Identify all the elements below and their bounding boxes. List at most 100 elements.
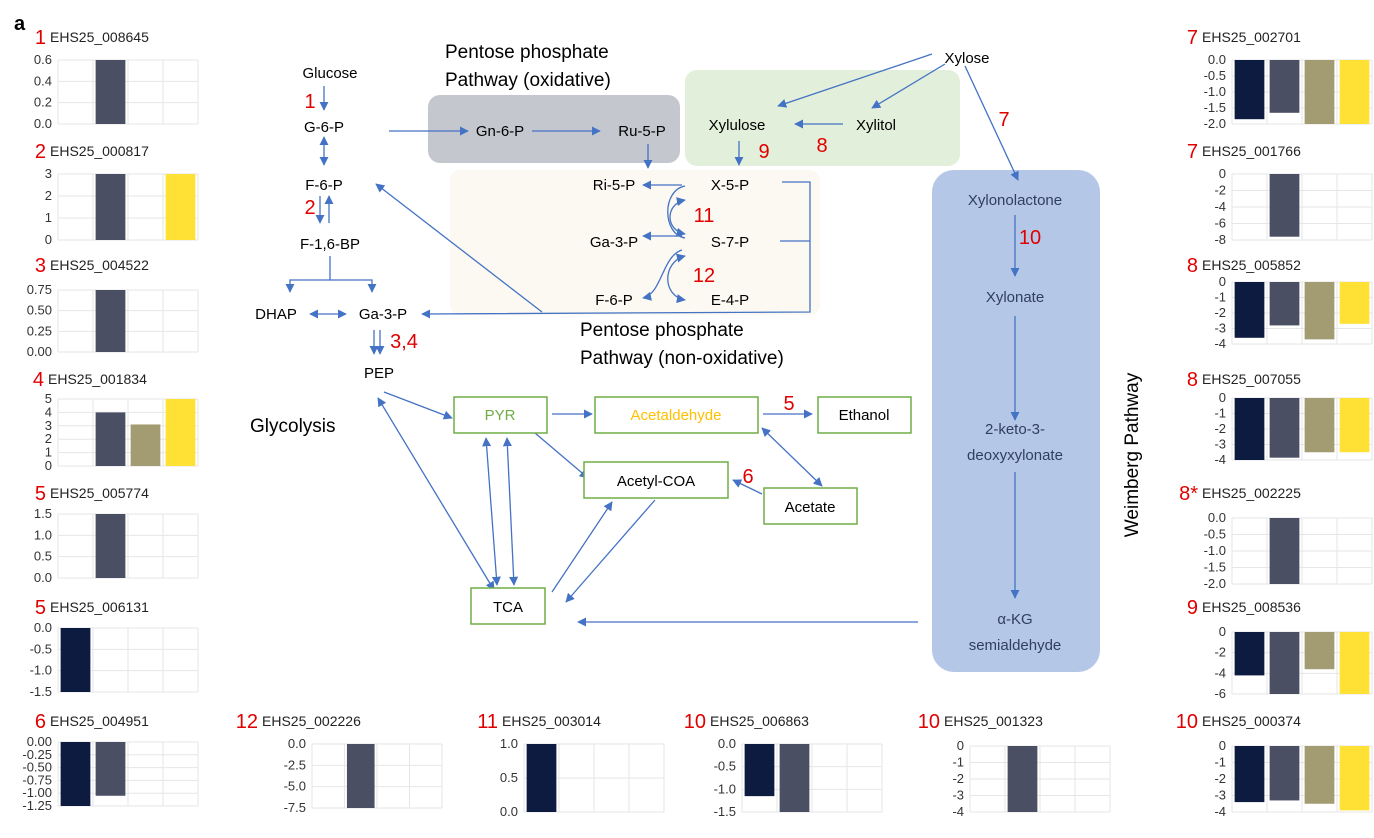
x5p-label: X-5-P bbox=[711, 177, 749, 194]
y-tick-label: -3 bbox=[952, 788, 964, 803]
bar-khaki bbox=[1304, 746, 1335, 804]
step-10: 10 bbox=[1019, 227, 1041, 249]
acetate-label: Acetate bbox=[785, 499, 836, 516]
step-6: 6 bbox=[742, 466, 753, 488]
step-12: 12 bbox=[693, 265, 715, 287]
chart-gene-title: EHS25_002226 bbox=[262, 713, 361, 729]
bar-slate bbox=[1269, 282, 1300, 326]
y-tick-label: -0.25 bbox=[22, 747, 52, 762]
arrow-pyr-acetylcoa bbox=[534, 432, 589, 479]
nonoxidative-ppp-region bbox=[450, 170, 820, 315]
bar-yellow bbox=[165, 174, 196, 240]
chart-gene-title: EHS25_002225 bbox=[1202, 485, 1301, 501]
arrow-tca-acetylcoa bbox=[551, 501, 613, 593]
acetyl-coa-label: Acetyl-COA bbox=[617, 473, 695, 490]
pep-label: PEP bbox=[364, 365, 394, 382]
bar-yellow bbox=[1339, 398, 1370, 453]
y-tick-label: -4 bbox=[952, 804, 964, 819]
dhap-label: DHAP bbox=[255, 306, 297, 323]
akg-label-line2: semialdehyde bbox=[969, 637, 1062, 654]
arrow-f16bp-dhap bbox=[285, 256, 331, 293]
y-tick-label: -2 bbox=[1214, 645, 1226, 660]
bar-slate bbox=[95, 290, 126, 352]
oxidative-ppp-region bbox=[428, 95, 680, 163]
glucose-label: Glucose bbox=[302, 65, 357, 82]
pathway-arrows bbox=[285, 53, 1020, 627]
chart-gene-title: EHS25_008645 bbox=[50, 29, 149, 45]
bar-slate bbox=[1269, 746, 1300, 801]
y-tick-label: 0 bbox=[1219, 738, 1226, 753]
chart-step-number: 6 bbox=[35, 711, 46, 733]
y-tick-label: -2 bbox=[952, 771, 964, 786]
gn6p-label: Gn-6-P bbox=[476, 123, 524, 140]
pyr-label: PYR bbox=[485, 407, 516, 424]
arrow-s7p-f6p bbox=[642, 249, 683, 301]
bar-yellow bbox=[1339, 60, 1370, 124]
chart-gene-title: EHS25_008536 bbox=[1202, 599, 1301, 615]
chart-step-number: 5 bbox=[35, 483, 46, 505]
bar-slate bbox=[1269, 60, 1300, 113]
bar-slate bbox=[1007, 746, 1038, 812]
y-tick-label: -6 bbox=[1214, 686, 1226, 701]
acetaldehyde-box bbox=[594, 396, 759, 434]
y-tick-label: 2 bbox=[45, 188, 52, 203]
tca-label: TCA bbox=[493, 599, 523, 616]
acetate-box bbox=[763, 487, 858, 525]
chart-gene-title: EHS25_007055 bbox=[1202, 371, 1301, 387]
y-tick-label: -2 bbox=[1214, 421, 1226, 436]
arrow-pyr-tca-b bbox=[502, 437, 519, 586]
y-tick-label: 1 bbox=[45, 445, 52, 460]
tca-box bbox=[470, 587, 546, 625]
chart-step-number: 10 bbox=[684, 711, 706, 733]
bar-navy bbox=[1234, 632, 1265, 676]
y-tick-label: 1.0 bbox=[34, 527, 52, 542]
pathway-labels: Glycolysis Pentose phosphate Pathway (ox… bbox=[250, 42, 1143, 537]
bar-slate bbox=[95, 412, 126, 466]
chart-step-number: 10 bbox=[918, 711, 940, 733]
y-tick-label: -7.5 bbox=[284, 800, 306, 815]
arrow-pyr-tca-a bbox=[482, 437, 501, 586]
y-tick-label: -2.5 bbox=[284, 757, 306, 772]
y-tick-label: 0.00 bbox=[27, 344, 52, 359]
xylonolactone-label: Xylonolactone bbox=[968, 192, 1062, 209]
ppp-ox-label-line1: Pentose phosphate bbox=[445, 42, 609, 63]
f6p-label: F-6-P bbox=[305, 177, 343, 194]
bar-slate bbox=[1269, 632, 1300, 694]
y-tick-label: -2 bbox=[1214, 183, 1226, 198]
bar-navy bbox=[526, 744, 557, 812]
y-tick-label: 0.75 bbox=[27, 282, 52, 297]
y-tick-label: 0.4 bbox=[34, 73, 52, 88]
keto-label-line2: deoxyxylonate bbox=[967, 447, 1063, 464]
ga3p-label: Ga-3-P bbox=[359, 306, 407, 323]
glycolysis-label: Glycolysis bbox=[250, 416, 336, 437]
akg-label-line1: α-KG bbox=[997, 611, 1032, 628]
xylulose-label: Xylulose bbox=[709, 117, 766, 134]
step-3-4: 3,4 bbox=[390, 331, 418, 353]
arrow-s7p-e4p bbox=[667, 253, 686, 304]
ethanol-label: Ethanol bbox=[839, 407, 890, 424]
y-tick-label: -2 bbox=[1214, 305, 1226, 320]
y-tick-label: 0.2 bbox=[34, 95, 52, 110]
y-tick-label: -4 bbox=[1214, 804, 1226, 819]
bar-navy bbox=[1234, 282, 1265, 338]
y-tick-label: -3 bbox=[1214, 437, 1226, 452]
y-tick-label: 0 bbox=[1219, 390, 1226, 405]
arrow-xylose-xylulose bbox=[777, 53, 933, 108]
y-tick-label: -0.5 bbox=[30, 641, 52, 656]
y-tick-label: 3 bbox=[45, 418, 52, 433]
weimberg-region bbox=[932, 170, 1100, 672]
y-tick-label: -1.5 bbox=[1204, 100, 1226, 115]
y-tick-label: 0.6 bbox=[34, 52, 52, 67]
chart-gene-title: EHS25_001323 bbox=[944, 713, 1043, 729]
ppp-nonox-label-line1: Pentose phosphate bbox=[580, 320, 744, 341]
y-tick-label: 1.0 bbox=[500, 736, 518, 751]
chart-step-number: 7 bbox=[1187, 141, 1198, 163]
bar-slate bbox=[95, 514, 126, 578]
ga3p-nonox-label: Ga-3-P bbox=[590, 234, 638, 251]
